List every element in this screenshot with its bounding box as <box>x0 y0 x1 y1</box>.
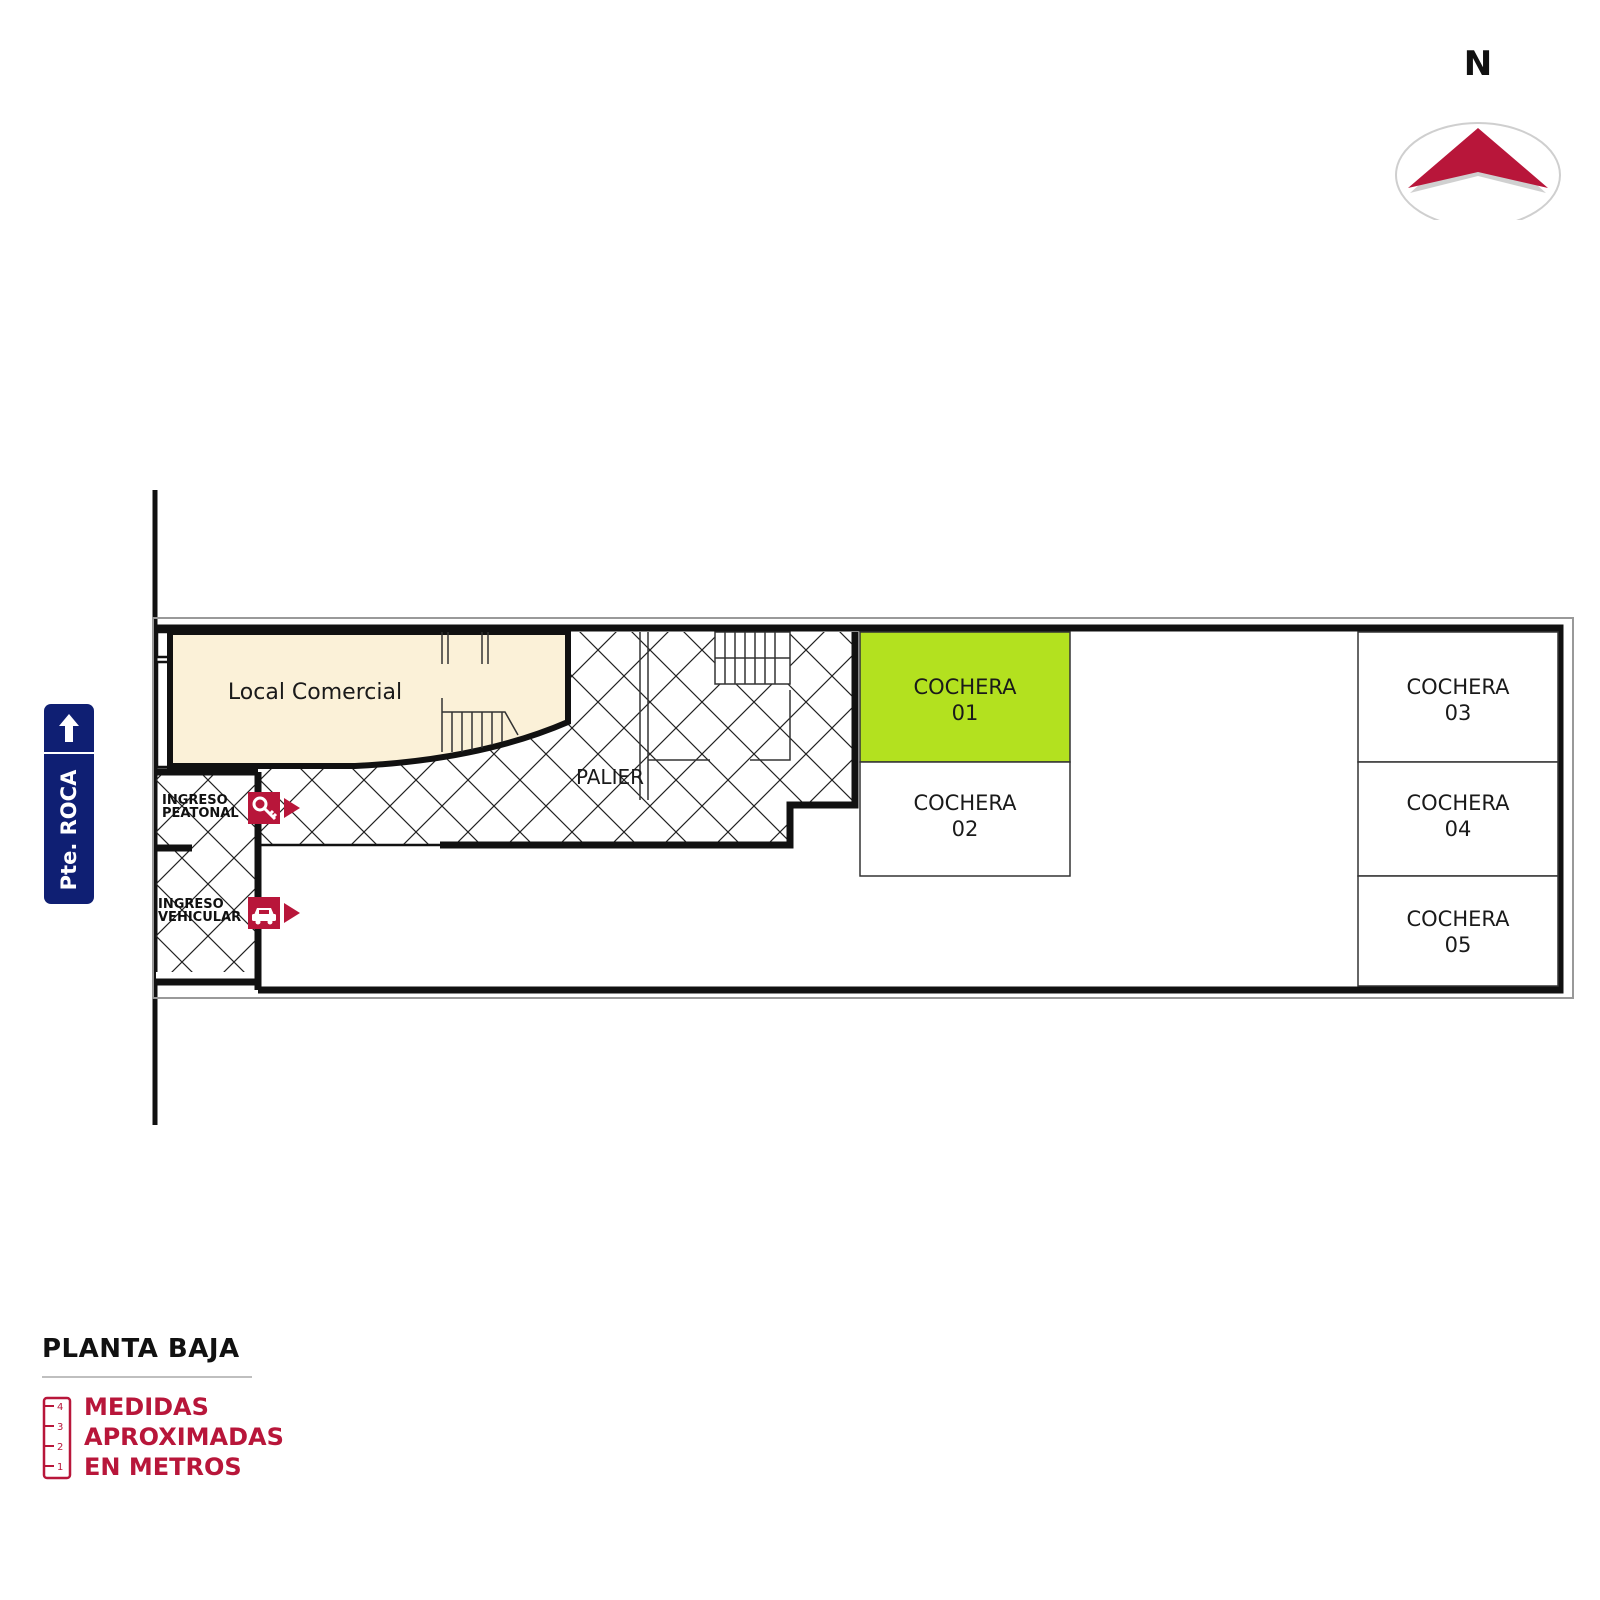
local-stair <box>441 632 519 752</box>
cochera-05-line2: 05 <box>1444 933 1472 957</box>
north-compass: N <box>1388 40 1568 220</box>
cochera-03-line1: COCHERA <box>1406 675 1510 699</box>
cochera-03-line2: 03 <box>1444 701 1472 725</box>
street-sign-divider <box>44 752 94 754</box>
local-comercial-text: Local Comercial <box>227 680 403 705</box>
ingreso-peatonal-label: INGRESO PEATONAL <box>162 794 239 820</box>
cochera-05-area <box>1357 875 1559 987</box>
street-sign: Pte. ROCA <box>44 704 94 904</box>
cochera-02-area <box>859 761 1071 877</box>
thin-walls <box>155 630 440 847</box>
cochera-05-label: COCHERA 05 <box>1373 906 1543 958</box>
palier-text: PALIER <box>575 765 645 789</box>
cochera-01-line2: 01 <box>951 701 979 725</box>
compass-north-letter: N <box>1463 44 1493 84</box>
cochera-01-line1: COCHERA <box>913 675 1017 699</box>
plan-title: PLANTA BAJA <box>42 1334 240 1364</box>
ingreso-vehicular-label: INGRESO VEHICULAR <box>158 898 241 924</box>
cochera-03-area <box>1357 631 1559 763</box>
cochera-01-label: COCHERA 01 <box>880 674 1050 726</box>
cochera-02-label: COCHERA 02 <box>880 790 1050 842</box>
cochera-04-line2: 04 <box>1444 817 1472 841</box>
scale-tick-3: 3 <box>57 1422 63 1433</box>
cochera-02-line1: COCHERA <box>913 791 1017 815</box>
palier-stair <box>639 631 791 800</box>
local-comercial-area <box>167 629 571 769</box>
cochera-04-area <box>1357 761 1559 877</box>
palier-label: PALIER <box>555 764 665 790</box>
ingreso-peatonal-line2: PEATONAL <box>162 806 239 821</box>
cochera-04-line1: COCHERA <box>1406 791 1510 815</box>
scale-tick-1: 1 <box>57 1462 63 1473</box>
scale-tick-2: 2 <box>57 1442 63 1453</box>
cochera-03-label: COCHERA 03 <box>1373 674 1543 726</box>
pedestrian-entry-arrow-icon <box>284 798 300 818</box>
cochera-01-area <box>859 631 1071 763</box>
measure-note-line3: EN METROS <box>84 1453 242 1481</box>
cochera-02-line2: 02 <box>951 817 979 841</box>
ingreso-vehicular-line1: INGRESO <box>158 897 224 912</box>
car-icon <box>248 897 280 929</box>
scale-tick-4: 4 <box>57 1402 63 1413</box>
property-outline <box>152 617 1574 999</box>
vehicle-entry-arrow-icon <box>284 903 300 923</box>
arrow-up-icon <box>59 714 79 742</box>
compass-arrow-icon <box>1395 122 1561 220</box>
ingreso-peatonal-line1: INGRESO <box>162 793 228 808</box>
street-name: Pte. ROCA <box>57 769 81 891</box>
ingreso-vehicular-line2: VEHICULAR <box>158 910 242 925</box>
measure-note-line1: MEDIDAS <box>84 1393 209 1421</box>
measure-note-line2: APROXIMADAS <box>84 1423 284 1451</box>
measure-note: MEDIDAS APROXIMADAS EN METROS <box>84 1392 284 1482</box>
cochera-05-line1: COCHERA <box>1406 907 1510 931</box>
title-divider <box>42 1376 252 1378</box>
cochera-04-label: COCHERA 04 <box>1373 790 1543 842</box>
ruler-icon: 4 3 2 1 <box>42 1396 72 1480</box>
entry-strip <box>156 772 258 972</box>
key-icon <box>248 792 280 824</box>
local-comercial-label: Local Comercial <box>210 680 420 706</box>
